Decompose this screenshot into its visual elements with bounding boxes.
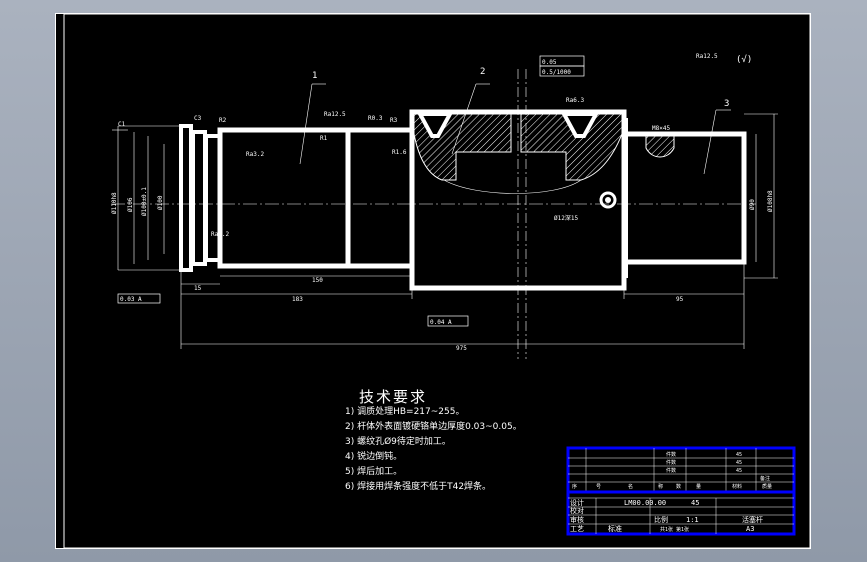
left-flange-outer: [179, 124, 193, 272]
title-block: [566, 446, 796, 536]
tb-h3: 称: [658, 483, 663, 490]
tech-requirement-item: 4) 锐边倒钝。: [345, 452, 403, 462]
tb-h5: 量: [696, 483, 701, 490]
tb-material: 45: [691, 499, 699, 507]
dim-975: 975: [456, 345, 467, 352]
tb-h7: 备注: [760, 475, 770, 482]
tb-checker: 校对: [570, 506, 584, 515]
runout-mid: 0.04 A: [430, 319, 452, 326]
dim-15: 15: [194, 285, 202, 292]
v-groove-left: [416, 112, 454, 138]
tb-h0: 序: [572, 483, 577, 490]
tb-row2-qty: 件数: [666, 459, 676, 466]
c3: C3: [194, 115, 202, 122]
dia-100-tol: Ø100±0.1: [141, 187, 148, 216]
ra-left-bottom: Ra3.2: [211, 231, 229, 238]
tb-designer: 设计: [570, 498, 584, 507]
tb-h8: 质量: [762, 483, 772, 490]
r1: R1: [320, 135, 328, 142]
tech-requirement-item: 6) 焊接用焊条强度不低于T42焊条。: [345, 482, 492, 492]
hole-callout: Ø12深15: [554, 214, 578, 222]
tb-size: A3: [746, 525, 754, 533]
left-flange-inner: [191, 130, 207, 266]
side-hole: [599, 191, 617, 209]
weld-zone-right: [520, 113, 623, 181]
dia-106: Ø106: [127, 197, 134, 212]
tol-flatness: 0.05: [542, 59, 557, 66]
tb-h6: 材料: [732, 483, 742, 490]
roughness-symbol: (√): [736, 54, 752, 65]
tech-requirements-title: 技术要求: [359, 388, 428, 406]
ra-middle: Ra12.5: [324, 111, 346, 118]
right-thread-hatch: [645, 133, 675, 158]
roughness-general: Ra12.5: [696, 53, 718, 60]
thread-callout: M8×45: [652, 125, 670, 132]
tb-row1-mat: 45: [736, 452, 742, 458]
ra-top-mid: Ra6.3: [566, 97, 584, 104]
tb-process: 工艺: [570, 525, 584, 533]
cad-drawing: 0.05 0.5/1000 Ra12.5 (√) 1 2 3 Ra3.2 Ra1…: [63, 14, 810, 548]
dia-100: Ø100: [157, 195, 164, 210]
part-label-3: 3: [724, 99, 729, 109]
c1: C1: [118, 121, 126, 128]
tol-flatness-2: 0.5/1000: [542, 69, 571, 76]
tb-h1: 号: [596, 484, 601, 490]
dim-95: 95: [676, 296, 684, 303]
dia-90: Ø90: [749, 199, 756, 210]
r-small: R0.3: [368, 115, 383, 122]
tech-requirement-item: 1) 调质处理HB=217~255。: [345, 407, 465, 417]
drawing-sheet: 0.05 0.5/1000 Ra12.5 (√) 1 2 3 Ra3.2 Ra1…: [55, 13, 811, 549]
tb-row3-qty: 件数: [666, 467, 676, 474]
tech-requirement-item: 5) 焊后加工。: [345, 467, 403, 477]
tech-requirement-item: 2) 杆体外表面镀硬铬单边厚度0.03~0.05。: [345, 422, 522, 432]
ra-left: Ra3.2: [246, 151, 264, 158]
dim-183: 183: [292, 296, 303, 303]
part-label-1: 1: [312, 71, 317, 81]
tb-h4: 数: [676, 483, 681, 490]
r3: R3: [390, 117, 398, 124]
tech-requirements-list: 1) 调质处理HB=217~255。 2) 杆体外表面镀硬铬单边厚度0.03~0…: [345, 405, 522, 495]
right-end: [621, 131, 747, 265]
sheet-frame: [63, 14, 810, 548]
tb-drawing-no: LM00.00.00: [624, 499, 666, 507]
v-groove-right: [560, 112, 600, 138]
tb-sheet-info: 共1张 第1张: [660, 526, 689, 533]
tb-reviewer: 审核: [570, 515, 584, 524]
dia-110: Ø110h8: [111, 192, 118, 214]
tb-h2: 名: [628, 483, 633, 490]
r1b: R1.6: [392, 149, 407, 156]
runout-left: 0.03 A: [120, 296, 142, 303]
tb-scale-label: 比例: [654, 515, 668, 524]
tech-requirement-item: 3) 螺纹孔Ø9待定时加工。: [345, 437, 451, 447]
tb-part-name: 活塞杆: [742, 515, 763, 524]
tb-row1-qty: 件数: [666, 451, 676, 458]
tb-std: 标准: [608, 524, 622, 533]
tb-row3-mat: 45: [736, 468, 742, 474]
r2: R2: [219, 117, 227, 124]
dia-108: Ø108h8: [767, 190, 774, 212]
part-label-2: 2: [480, 67, 485, 77]
dim-150: 150: [312, 277, 323, 284]
tb-row2-mat: 45: [736, 460, 742, 466]
tb-scale: 1:1: [686, 516, 699, 524]
